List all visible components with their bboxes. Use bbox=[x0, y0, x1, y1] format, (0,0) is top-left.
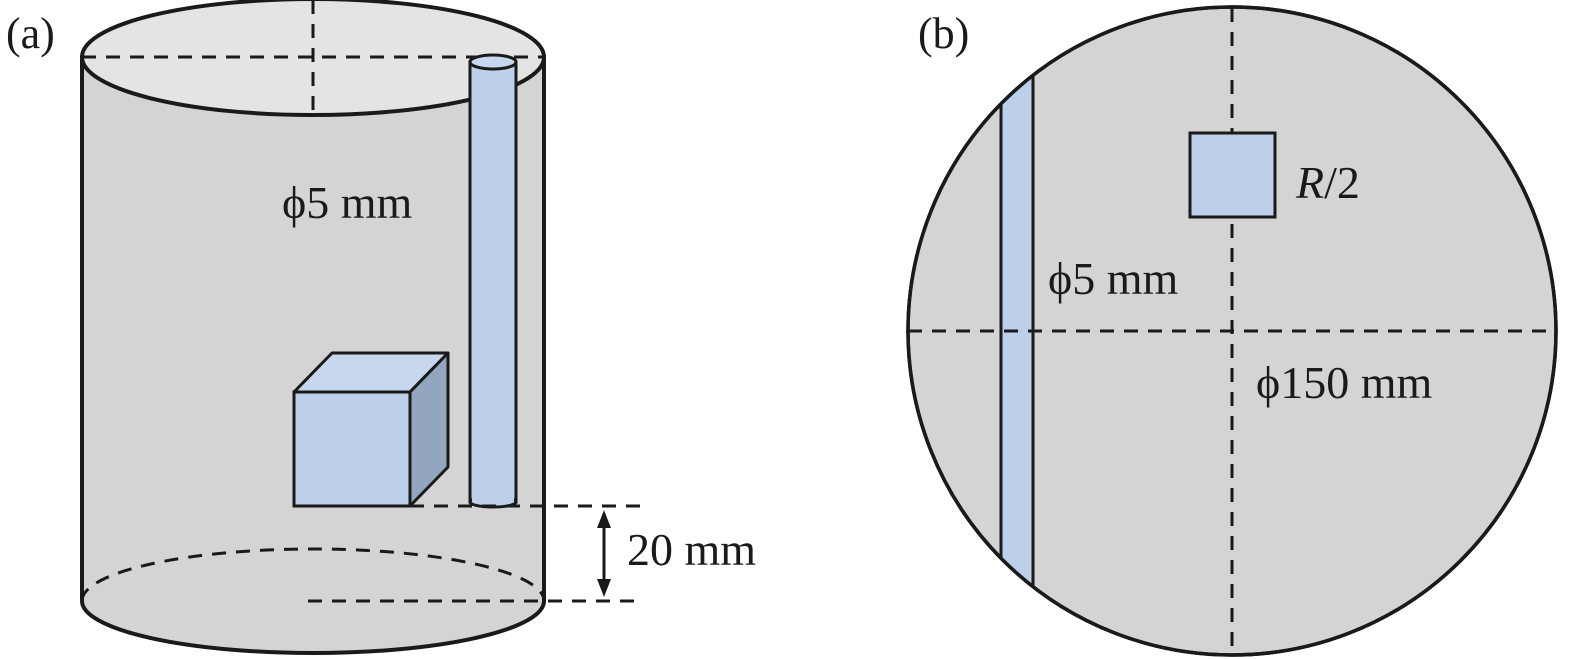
panel-b: (b) R/2 ϕ5 mm ϕ150 mm bbox=[906, 5, 1558, 657]
panel-b-label: (b) bbox=[918, 9, 969, 58]
panel-a-label: (a) bbox=[6, 9, 55, 58]
cube-3d bbox=[292, 351, 450, 508]
rod-diameter-label-b: ϕ5 mm bbox=[1048, 253, 1178, 304]
container-diameter-label: ϕ150 mm bbox=[1256, 357, 1432, 408]
cube-top-view bbox=[1188, 131, 1277, 219]
bottom-hidden-arc bbox=[80, 547, 546, 602]
height-label: 20 mm bbox=[627, 524, 756, 575]
cylinder-body bbox=[80, 55, 546, 655]
cube-position-label: R/2 bbox=[1295, 157, 1360, 208]
rod-diameter-label-a: ϕ5 mm bbox=[282, 177, 412, 228]
rod-3d bbox=[468, 53, 518, 509]
dim-arrow bbox=[597, 510, 611, 597]
panel-a: (a) ϕ5 mm 20 mm bbox=[6, 0, 756, 655]
